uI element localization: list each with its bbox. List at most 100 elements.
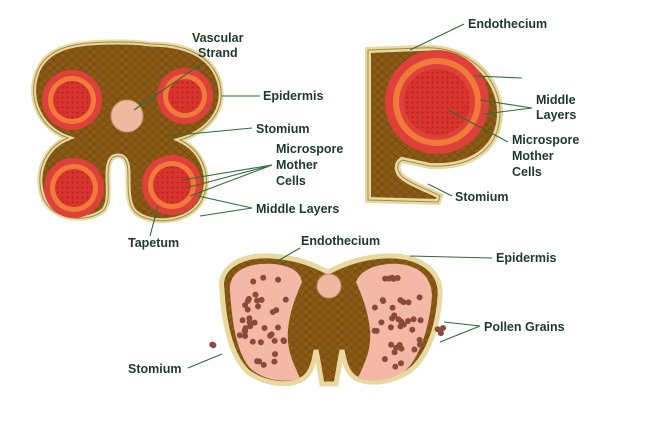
label-microspore-a-1: Microspore: [276, 142, 343, 156]
pollen-grain: [249, 338, 256, 345]
leader-stomium-c: [187, 353, 223, 369]
pollen-grain: [250, 278, 257, 285]
pollen-grain: [405, 299, 412, 306]
leader-middle-layers-b-1: [479, 99, 533, 109]
pollen-grain: [261, 325, 268, 331]
pollen-grain: [273, 307, 280, 314]
leader-tapetum: [149, 205, 159, 237]
pollen-grain: [244, 306, 251, 313]
pollen-grain: [395, 316, 402, 323]
pollen-grain: [411, 346, 418, 353]
pollen-grain: [379, 297, 386, 304]
pollen-grain: [387, 324, 394, 331]
leader-microspore-a-1: [181, 164, 273, 181]
pollen-sac-bottom-right: [142, 155, 202, 215]
pollen-grain: [416, 336, 423, 343]
pollen-grain: [267, 332, 274, 339]
label-middle-layers-b-1: Middle: [536, 93, 576, 107]
pollen-grain: [397, 297, 404, 304]
pollen-grain: [251, 319, 258, 326]
vascular-strand: [110, 99, 144, 133]
pollen-grain: [272, 351, 278, 358]
label-endothecium-c: Endothecium: [301, 234, 380, 248]
pollen-grain: [440, 325, 446, 331]
pollen-grain: [416, 294, 423, 301]
pollen-grain: [410, 316, 417, 323]
pollen-grain: [405, 318, 412, 324]
pollen-grain: [275, 276, 282, 283]
pollen-grain: [258, 296, 265, 303]
pollen-sac-top-right: [157, 68, 213, 124]
label-middle-layers-a: Middle Layers: [256, 202, 339, 216]
pollen-sac-bottom-left: [44, 158, 104, 218]
pollen-grain: [392, 363, 399, 370]
pollen-grain: [398, 360, 404, 367]
pollen-grain: [378, 319, 385, 326]
label-microspore-b-2: Mother: [512, 149, 554, 163]
leader-middle-layers-b-2: [483, 107, 533, 115]
dehisced-anther: Endothecium Epidermis Pollen Grains Stom…: [128, 234, 565, 387]
label-stomium-b: Stomium: [455, 190, 508, 204]
label-microspore-a-3: Cells: [276, 174, 306, 188]
pollen-grain: [242, 325, 249, 332]
vascular-strand-c: [316, 273, 342, 299]
anther-cross-section: Vascular Strand Epidermis Stomium Micros…: [31, 31, 343, 250]
pollen-grain: [382, 275, 389, 282]
label-pollen-grains: Pollen Grains: [484, 320, 565, 334]
label-endothecium-b: Endothecium: [468, 17, 547, 31]
label-microspore-b-3: Cells: [512, 165, 542, 179]
pollen-grain: [371, 304, 378, 311]
pollen-grain: [271, 358, 278, 365]
pollen-grain: [255, 303, 261, 310]
leader-middle-layers-a-2: [199, 207, 253, 217]
label-microspore-b-1: Microspore: [512, 133, 579, 147]
leader-microspore-b: [447, 109, 509, 143]
pollen-grain: [256, 358, 263, 365]
anther-lobe-detail: Endothecium Middle Layers Microspore Mot…: [365, 17, 579, 206]
pollen-grain: [245, 295, 252, 302]
pollen-grain: [381, 356, 388, 363]
pollen-grains: [209, 274, 446, 370]
label-stomium-c: Stomium: [128, 362, 181, 376]
leader-endothecium-c: [275, 247, 301, 263]
pollen-grain: [416, 341, 423, 348]
pollen-grain: [391, 349, 398, 356]
pollen-grain: [252, 291, 259, 298]
pollen-grain: [389, 304, 396, 311]
pollen-grain: [210, 342, 217, 349]
leader-pollen-grains-2: [439, 325, 481, 343]
leader-stomium-a: [167, 127, 253, 137]
pollen-grain: [388, 341, 395, 348]
pollen-grain: [393, 344, 400, 351]
leader-middle-layers-b-0: [473, 75, 523, 79]
pollen-grain: [417, 317, 424, 324]
pollen-grain: [239, 317, 246, 324]
pollen-grain: [400, 321, 407, 328]
pollen-grain: [275, 324, 281, 331]
pollen-grain: [409, 326, 416, 333]
leader-epidermis-c: [409, 255, 493, 259]
leader-stomium-b: [427, 183, 453, 197]
pollen-grain: [254, 297, 261, 304]
pollen-grain: [281, 338, 287, 345]
leader-endothecium-b: [409, 23, 465, 51]
pollen-grain: [242, 333, 249, 339]
label-tapetum: Tapetum: [128, 236, 179, 250]
label-middle-layers-b-2: Layers: [536, 108, 576, 122]
pollen-grain: [260, 274, 267, 281]
leader-microspore-a-3: [189, 164, 273, 197]
pollen-grain: [246, 319, 253, 326]
pollen-chamber-left: [229, 263, 302, 381]
leader-middle-layers-a-1: [197, 195, 253, 209]
pollen-grain: [389, 315, 396, 322]
pollen-grain: [236, 332, 243, 339]
label-stomium-a: Stomium: [256, 122, 309, 136]
pollen-grain: [257, 339, 264, 346]
pollen-grain: [390, 275, 397, 282]
pollen-grain: [373, 327, 380, 334]
pollen-grain: [282, 296, 289, 303]
leader-microspore-a-2: [185, 164, 273, 189]
label-microspore-a-2: Mother: [276, 158, 318, 172]
label-epidermis-a: Epidermis: [263, 89, 323, 103]
